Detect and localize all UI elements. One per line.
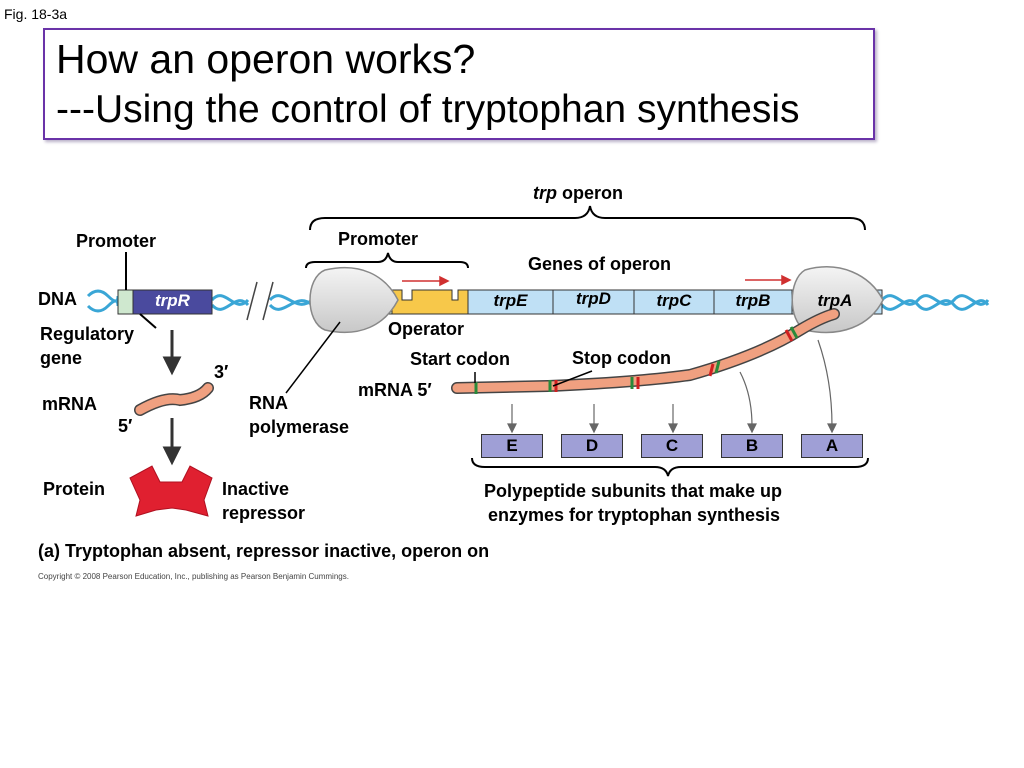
title-box (43, 28, 875, 140)
polypeptide-label-line1: Polypeptide subunits that make up (484, 481, 783, 501)
five-prime-label: 5′ (118, 416, 133, 436)
translation-arrows (507, 339, 837, 434)
transcription-direction-arrows (402, 274, 792, 287)
trpR-gene (132, 289, 213, 315)
polypeptide-label-line2: enzymes for tryptophan synthesis (488, 505, 781, 525)
rna-polymerase-left (309, 266, 399, 334)
polypeptide-box-e: E (481, 434, 543, 458)
protein-label: Protein (43, 479, 106, 499)
gene-label-trpC: trpC (656, 291, 692, 310)
figure-caption: (a) Tryptophan absent, repressor inactiv… (38, 541, 490, 561)
gene-label-trpR: trpR (155, 291, 190, 310)
dna-helix (86, 289, 990, 313)
inactive-repressor-label-line1: Inactive (222, 479, 290, 499)
promoter-operator-brace (305, 252, 469, 269)
gene-label-trpA: trpA (817, 291, 853, 310)
rna-polymerase-label-line2: polymerase (249, 417, 350, 437)
rna-polymerase-pointer (285, 321, 341, 394)
polypeptide-box-d: D (561, 434, 623, 458)
page-subtitle: ---Using the control of tryptophan synth… (56, 88, 800, 131)
gene-label-trpB: trpB (735, 291, 771, 310)
mrna-left-label: mRNA (42, 394, 98, 414)
gene-label-trpE: trpE (493, 291, 528, 310)
dna-break (246, 281, 274, 321)
inactive-repressor-protein (129, 465, 213, 517)
promoter-left-label: Promoter (76, 231, 157, 251)
codon-marks (474, 326, 799, 394)
copyright-notice: Copyright © 2008 Pearson Education, Inc.… (38, 572, 349, 581)
three-prime-label: 3′ (214, 362, 229, 382)
regulatory-label-line1: Regulatory (40, 324, 135, 344)
regulatory-gene-pointer (139, 313, 157, 329)
operon-mrna-label: mRNA 5′ (358, 380, 432, 400)
operator-label: Operator (388, 319, 465, 339)
gene-label-trpD: trpD (576, 289, 611, 308)
rna-polymerase-label-line1: RNA (249, 393, 288, 413)
polypeptide-box-b: B (721, 434, 783, 458)
regulatory-arrows (162, 330, 182, 466)
stop-codon-pointer (552, 370, 593, 387)
regulatory-promoter-segment (117, 289, 134, 315)
regulatory-label-line2: gene (40, 348, 83, 368)
page-title: How an operon works? (56, 36, 476, 82)
genes-of-operon-label: Genes of operon (528, 254, 672, 274)
operator-segment (391, 289, 469, 315)
promoter-right-label: Promoter (338, 229, 419, 249)
polypeptide-box-c: C (641, 434, 703, 458)
operon-brace (309, 205, 866, 231)
start-codon-label: Start codon (410, 349, 511, 369)
stop-codon-label: Stop codon (572, 348, 671, 368)
figure-label: Fig. 18-3a (4, 6, 68, 22)
trp-operon-label: trp operon (533, 183, 623, 203)
polypeptide-brace (471, 457, 869, 477)
inactive-repressor-label-line2: repressor (222, 503, 306, 523)
dna-label: DNA (38, 289, 77, 309)
polypeptide-box-a: A (801, 434, 863, 458)
